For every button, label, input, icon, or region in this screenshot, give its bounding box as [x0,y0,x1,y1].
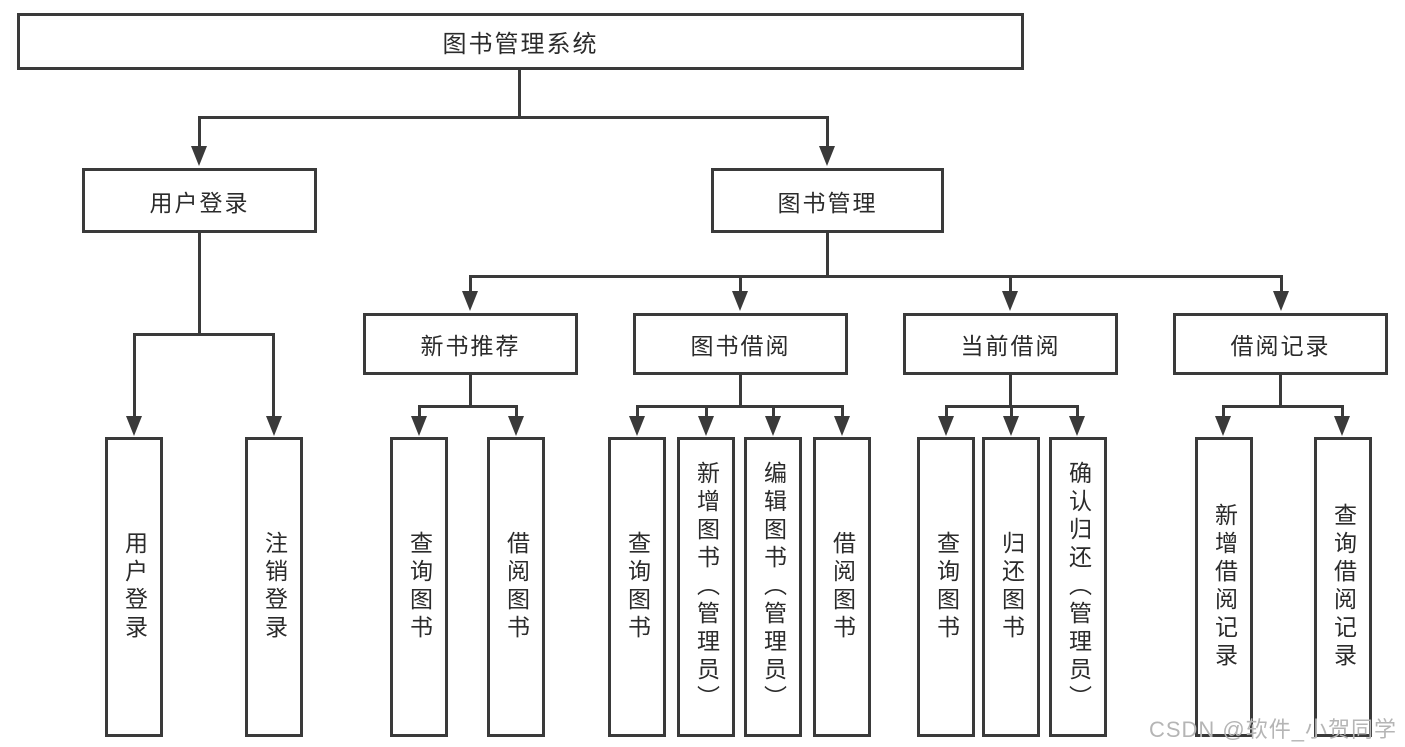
connector-line [198,116,201,150]
connector-arrowhead [1215,416,1231,436]
node-root: 图书管理系统 [17,13,1024,70]
node-borrowing-add-books-admin-label: 新增图书（管理员） [693,461,720,713]
connector-line [636,405,639,419]
connector-line [1009,275,1012,293]
node-book-borrowing: 图书借阅 [633,313,848,375]
node-borrowing-edit-books-admin-label: 编辑图书（管理员） [760,461,787,713]
connector-line [469,375,472,407]
connector-line [636,405,844,408]
connector-line [739,275,742,293]
node-book-management-label: 图书管理 [777,189,878,216]
node-current-return-books: 归还图书 [982,437,1040,737]
connector-arrowhead [1273,291,1289,311]
node-borrowing-records-label: 借阅记录 [1230,333,1331,359]
node-recommend-query-books-label: 查询图书 [406,531,433,643]
connector-line [1280,275,1283,293]
node-borrowing-edit-books-admin: 编辑图书（管理员） [744,437,802,737]
node-book-borrowing-label: 图书借阅 [690,333,791,359]
node-new-book-recommend-label: 新书推荐 [420,333,521,359]
connector-arrowhead [629,416,645,436]
connector-line [418,405,421,419]
connector-arrowhead [1069,416,1085,436]
connector-arrowhead [765,416,781,436]
connector-line [1222,405,1344,408]
connector-line [945,405,948,419]
node-borrowing-query-books-label: 查询图书 [624,531,651,643]
connector-arrowhead [266,416,282,436]
node-user-login: 用户登录 [105,437,163,737]
node-borrowing-add-books-admin: 新增图书（管理员） [677,437,735,737]
connector-line [1222,405,1225,419]
connector-arrowhead [462,291,478,311]
connector-line [826,116,829,150]
node-borrowing-borrow-books-label: 借阅图书 [829,531,856,643]
connector-arrowhead [1003,416,1019,436]
connector-line [133,333,136,416]
node-user-login-branch: 用户登录 [82,168,317,233]
node-current-confirm-return-admin-label: 确认归还（管理员） [1065,461,1092,713]
node-records-add-borrow-record-label: 新增借阅记录 [1211,503,1238,671]
connector-arrowhead [834,416,850,436]
node-borrowing-records: 借阅记录 [1173,313,1388,375]
node-current-return-books-label: 归还图书 [998,531,1025,643]
connector-arrowhead [126,416,142,436]
connector-line [705,405,708,419]
node-logout-login: 注销登录 [245,437,303,737]
node-user-login-label: 用户登录 [121,531,148,643]
node-borrowing-borrow-books: 借阅图书 [813,437,871,737]
node-current-query-books-label: 查询图书 [933,531,960,643]
connector-line [841,405,844,419]
node-records-query-borrow-record: 查询借阅记录 [1314,437,1372,737]
connector-line [198,233,201,335]
node-borrowing-query-books: 查询图书 [608,437,666,737]
connector-arrowhead [698,416,714,436]
node-recommend-query-books: 查询图书 [390,437,448,737]
connector-line [515,405,518,419]
node-current-query-books: 查询图书 [917,437,975,737]
node-root-label: 图书管理系统 [442,31,599,58]
node-records-add-borrow-record: 新增借阅记录 [1195,437,1253,737]
connector-line [826,233,829,278]
connector-line [1341,405,1344,419]
connector-line [518,70,521,118]
node-logout-login-label: 注销登录 [261,531,288,643]
connector-arrowhead [1334,416,1350,436]
node-current-borrowing-label: 当前借阅 [960,333,1061,359]
connector-arrowhead [191,146,207,166]
node-recommend-borrow-books: 借阅图书 [487,437,545,737]
node-current-confirm-return-admin: 确认归还（管理员） [1049,437,1107,737]
connector-line [1009,375,1012,407]
connector-arrowhead [508,416,524,436]
connector-line [469,275,1283,278]
connector-line [198,116,828,119]
connector-line [272,333,275,416]
connector-line [1076,405,1079,419]
node-book-management: 图书管理 [711,168,944,233]
connector-arrowhead [732,291,748,311]
connector-arrowhead [819,146,835,166]
node-user-login-branch-label: 用户登录 [149,189,250,216]
connector-line [133,333,275,336]
connector-line [1010,405,1013,419]
node-records-query-borrow-record-label: 查询借阅记录 [1330,503,1357,671]
connector-line [469,275,472,293]
node-current-borrowing: 当前借阅 [903,313,1118,375]
connector-arrowhead [938,416,954,436]
connector-line [772,405,775,419]
connector-arrowhead [1002,291,1018,311]
node-recommend-borrow-books-label: 借阅图书 [503,531,530,643]
connector-line [739,375,742,407]
csdn-watermark: CSDN @软件_小贺同学 [1148,717,1397,742]
connector-arrowhead [411,416,427,436]
node-new-book-recommend: 新书推荐 [363,313,578,375]
connector-line [418,405,518,408]
connector-line [1279,375,1282,407]
